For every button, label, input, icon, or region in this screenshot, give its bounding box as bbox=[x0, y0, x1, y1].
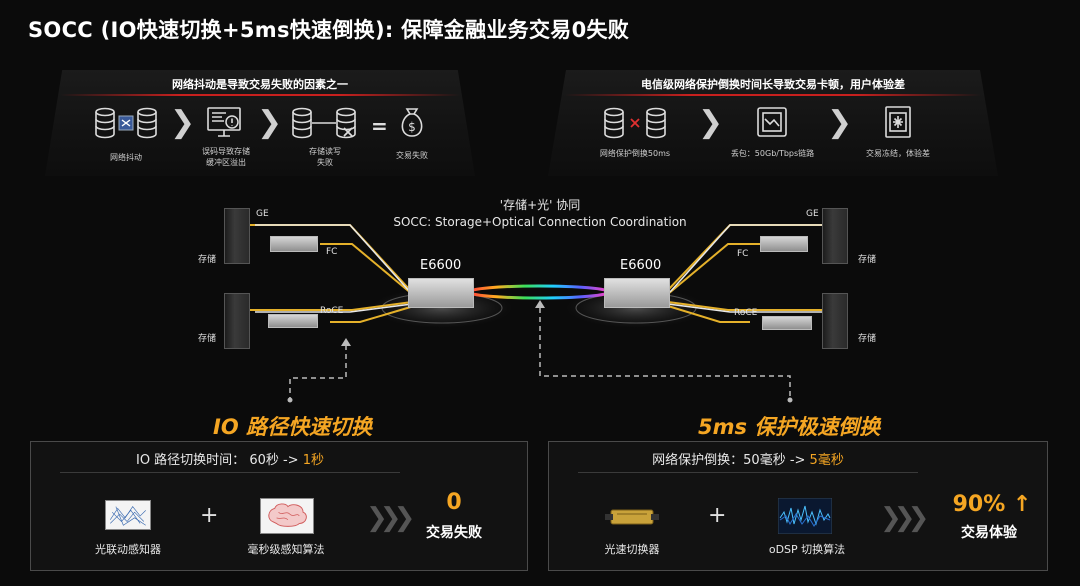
fc-label-left: FC bbox=[326, 247, 338, 257]
roce-module-right bbox=[762, 316, 812, 330]
monitor-error-icon bbox=[207, 107, 241, 137]
device-label-left: E6600 bbox=[420, 258, 462, 273]
odsp-algorithm-image bbox=[778, 498, 832, 534]
protection-switch-time-target: 5毫秒 bbox=[809, 453, 844, 468]
frozen-screen-icon bbox=[885, 106, 911, 138]
step-label-error-line1: 误码导致存储 bbox=[202, 147, 250, 156]
coordination-label-cn: '存储+光' 协同 bbox=[499, 198, 581, 212]
ms-algorithm-label: 毫秒级感知算法 bbox=[247, 543, 325, 556]
step-label-rw-line2: 失败 bbox=[317, 158, 333, 167]
storage-label-left-top: 存储 bbox=[198, 255, 217, 265]
tx-failure-value: 0 bbox=[446, 490, 462, 515]
io-fast-switch-heading: IO 路径快速切换 bbox=[213, 415, 372, 439]
storage-rack-left-bottom bbox=[224, 293, 250, 349]
odsp-algorithm-label: oDSP 切换算法 bbox=[768, 543, 846, 556]
optical-sensor-label: 光联动感知器 bbox=[95, 543, 161, 556]
protection-switch-heading: 5ms 保护极速倒换 bbox=[698, 415, 881, 439]
protection-switch-time-text: 网络保护倒换：50毫秒 -> bbox=[652, 453, 810, 468]
storage-sync-icon bbox=[95, 107, 157, 139]
chevron-right-icon: ❯ bbox=[698, 105, 724, 140]
double-chevron-right-icon: ❯❯❯ bbox=[366, 503, 415, 533]
storage-rack-right-bottom bbox=[822, 293, 848, 349]
storage-label-right-top: 存储 bbox=[858, 255, 877, 265]
chevron-right-icon: ❯ bbox=[827, 105, 853, 140]
io-switch-time-target: 1秒 bbox=[302, 453, 324, 468]
right-panel-divider bbox=[565, 94, 981, 96]
storage-rack-left-top bbox=[224, 208, 250, 264]
experience-value: 90% ↑ bbox=[952, 492, 1032, 517]
money-bag-icon: $ bbox=[401, 108, 423, 137]
storage-fail-icon bbox=[292, 107, 356, 139]
fc-module-right bbox=[760, 236, 808, 252]
fc-module-left bbox=[270, 236, 318, 252]
step-label-rw-line1: 存储读写 bbox=[309, 147, 341, 156]
storage-link-cut-icon bbox=[604, 107, 666, 139]
optical-sensor-image bbox=[105, 500, 151, 530]
left-panel-divider bbox=[60, 94, 460, 96]
e6600-device-left bbox=[408, 278, 474, 308]
fc-label-right: FC bbox=[737, 249, 749, 259]
left-panel-title: 网络抖动是导致交易失败的因素之一 bbox=[172, 78, 348, 91]
double-chevron-right-icon: ❯❯❯ bbox=[880, 503, 929, 533]
step-label-protect-50ms: 网络保护倒换50ms bbox=[599, 149, 671, 158]
roce-label-right: RoCE bbox=[734, 308, 758, 318]
ge-label-right: GE bbox=[806, 209, 819, 219]
io-switch-time-text: IO 路径切换时间： 60秒 -> bbox=[135, 453, 303, 468]
step-label-tx-fail: 交易失败 bbox=[396, 151, 428, 160]
plus-sign: + bbox=[200, 503, 219, 528]
protection-switch-time: 网络保护倒换：50毫秒 -> 5毫秒 bbox=[548, 449, 948, 468]
packet-loss-icon bbox=[757, 107, 787, 137]
device-label-right: E6600 bbox=[620, 258, 662, 273]
step-label-error-line2: 缓冲区溢出 bbox=[206, 158, 246, 167]
optical-switcher-label: 光速切换器 bbox=[604, 543, 660, 556]
right-panel-title: 电信级网络保护倒换时间长导致交易卡顿，用户体验差 bbox=[641, 78, 905, 91]
ge-label-left: GE bbox=[256, 209, 269, 219]
box-divider bbox=[60, 472, 400, 473]
step-label-frozen: 交易冻结，体验差 bbox=[866, 149, 930, 158]
storage-label-right-bottom: 存储 bbox=[858, 334, 877, 344]
tx-failure-label: 交易失败 bbox=[426, 525, 482, 541]
plus-sign: + bbox=[708, 503, 727, 528]
step-label-jitter: 网络抖动 bbox=[110, 153, 142, 162]
brain-algorithm-image bbox=[260, 498, 314, 534]
io-switch-time: IO 路径切换时间： 60秒 -> 1秒 bbox=[30, 449, 430, 468]
topology-links bbox=[250, 224, 830, 403]
chevron-right-icon: ❯ bbox=[257, 105, 283, 140]
storage-rack-right-top bbox=[822, 208, 848, 264]
roce-module-left bbox=[268, 314, 318, 328]
box-divider bbox=[578, 472, 918, 473]
roce-label-left: RoCE bbox=[320, 306, 344, 316]
experience-label: 交易体验 bbox=[961, 525, 1017, 541]
chevron-right-icon: ❯ bbox=[170, 105, 196, 140]
step-label-packet-loss: 丢包：50Gb/Tbps链路 bbox=[730, 149, 815, 158]
e6600-device-right bbox=[604, 278, 670, 308]
equals-sign: = bbox=[371, 114, 388, 138]
optical-switcher-image bbox=[605, 509, 659, 525]
coordination-label-en: SOCC: Storage+Optical Connection Coordin… bbox=[393, 215, 687, 229]
storage-label-left-bottom: 存储 bbox=[198, 334, 217, 344]
svg-text:$: $ bbox=[408, 120, 416, 134]
page-title: SOCC (IO快速切换+5ms快速倒换): 保障金融业务交易0失败 bbox=[28, 18, 630, 42]
